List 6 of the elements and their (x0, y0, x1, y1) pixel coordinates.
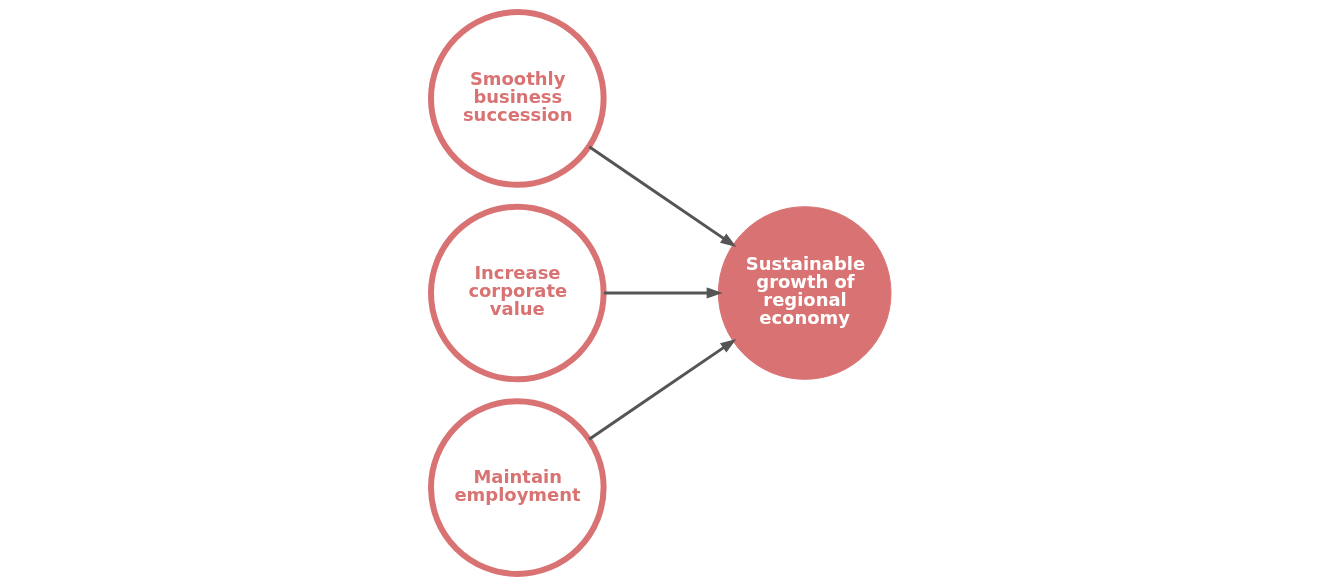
node-circle: Increase corporate value (427, 203, 607, 383)
arrow (587, 338, 736, 441)
arrow (587, 145, 736, 248)
node-circle: Smoothly business succession (427, 9, 607, 188)
node-circle: Maintain employment (427, 398, 607, 577)
arrow (603, 287, 723, 299)
